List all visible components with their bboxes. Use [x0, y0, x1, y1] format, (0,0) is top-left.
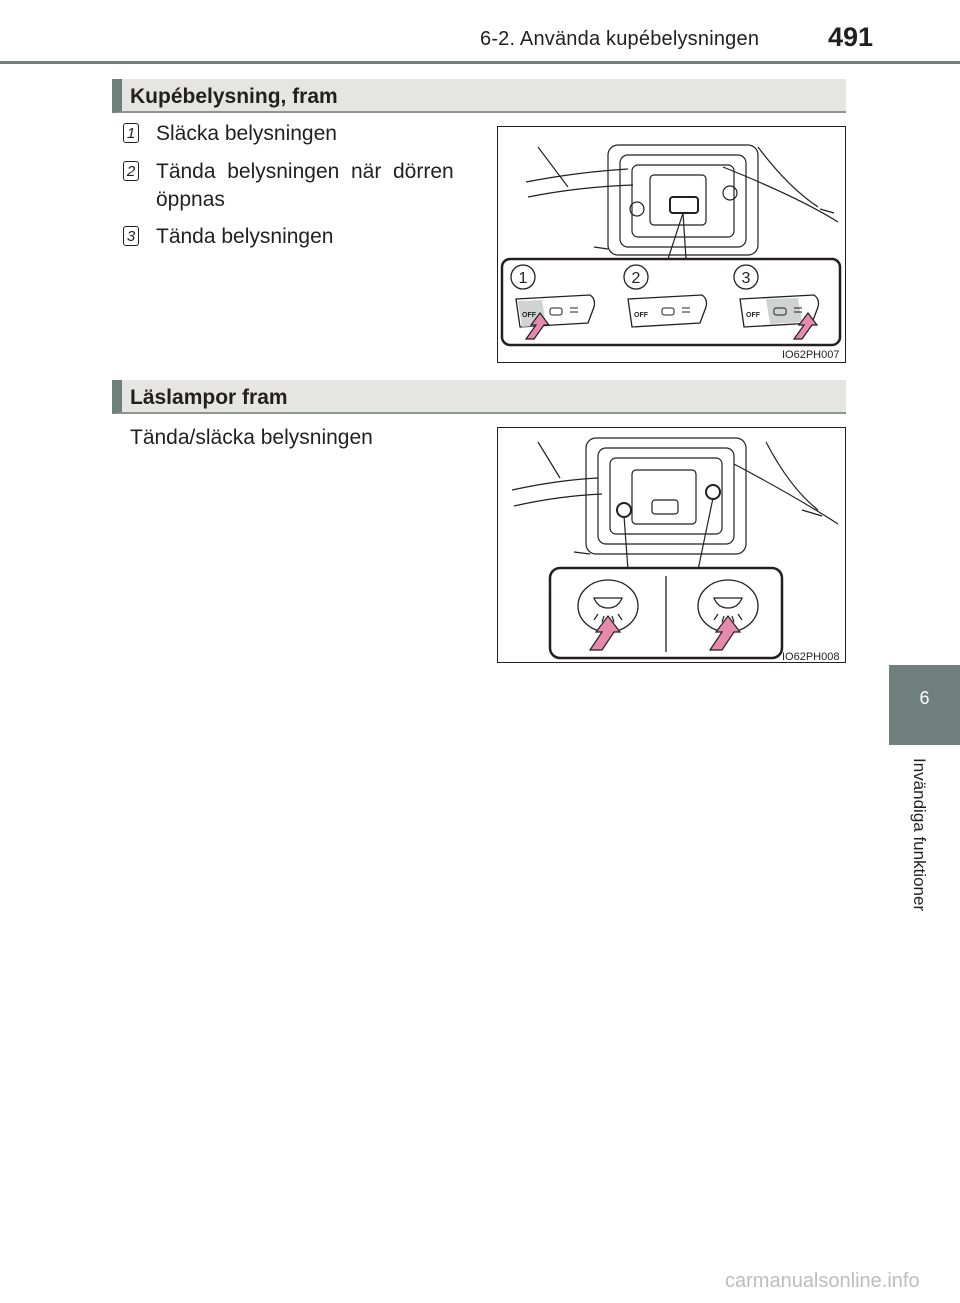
item-text-3: Tända belysningen	[156, 225, 334, 248]
chapter-tab: 6	[889, 665, 960, 745]
section-heading-front-reading-lights: Läslampor fram	[112, 380, 846, 414]
section-heading-text: Kupébelysning, fram	[130, 85, 338, 108]
item-text-1: Släcka belysningen	[156, 122, 337, 145]
callout-2: 2	[632, 270, 641, 287]
figure-illustration: IO62PH008	[511, 437, 839, 662]
page-number: 491	[828, 22, 874, 52]
chapter-label: Invändiga funktioner	[910, 758, 929, 912]
callout-1: 1	[519, 270, 528, 287]
watermark: carmanualsonline.info	[725, 1270, 920, 1292]
figure-code: IO62PH008	[782, 651, 839, 662]
reading-light-text: Tända/släcka belysningen	[130, 426, 373, 449]
item-text-2-line1: Tända belysningen när dörren	[156, 160, 454, 183]
figure-code: IO62PH007	[782, 349, 839, 361]
switch-label-1: OFF	[522, 312, 537, 319]
item-number-3: 3	[123, 226, 139, 246]
figure-interior-light-switch: 1 2 3 OFF OFF OFF IO62PH007	[497, 126, 846, 363]
header-rule	[0, 61, 960, 64]
figure-illustration: 1 2 3 OFF OFF OFF IO62PH007	[500, 144, 842, 361]
section-heading-front-interior-light: Kupébelysning, fram	[112, 79, 846, 113]
running-header: 6-2. Använda kupébelysningen	[480, 28, 760, 50]
switch-label-3: OFF	[746, 312, 761, 319]
item-number-2: 2	[123, 161, 139, 181]
switch-label-2: OFF	[634, 312, 649, 319]
reading-light-icon	[593, 597, 743, 623]
callout-3: 3	[742, 270, 751, 287]
press-arrow-icon	[588, 615, 742, 651]
section-heading-text: Läslampor fram	[130, 386, 288, 409]
figure-reading-lights: IO62PH008	[497, 427, 846, 663]
item-number-1: 1	[123, 123, 139, 143]
press-arrow-icon	[524, 312, 819, 340]
item-text-2-line2: öppnas	[156, 188, 225, 211]
